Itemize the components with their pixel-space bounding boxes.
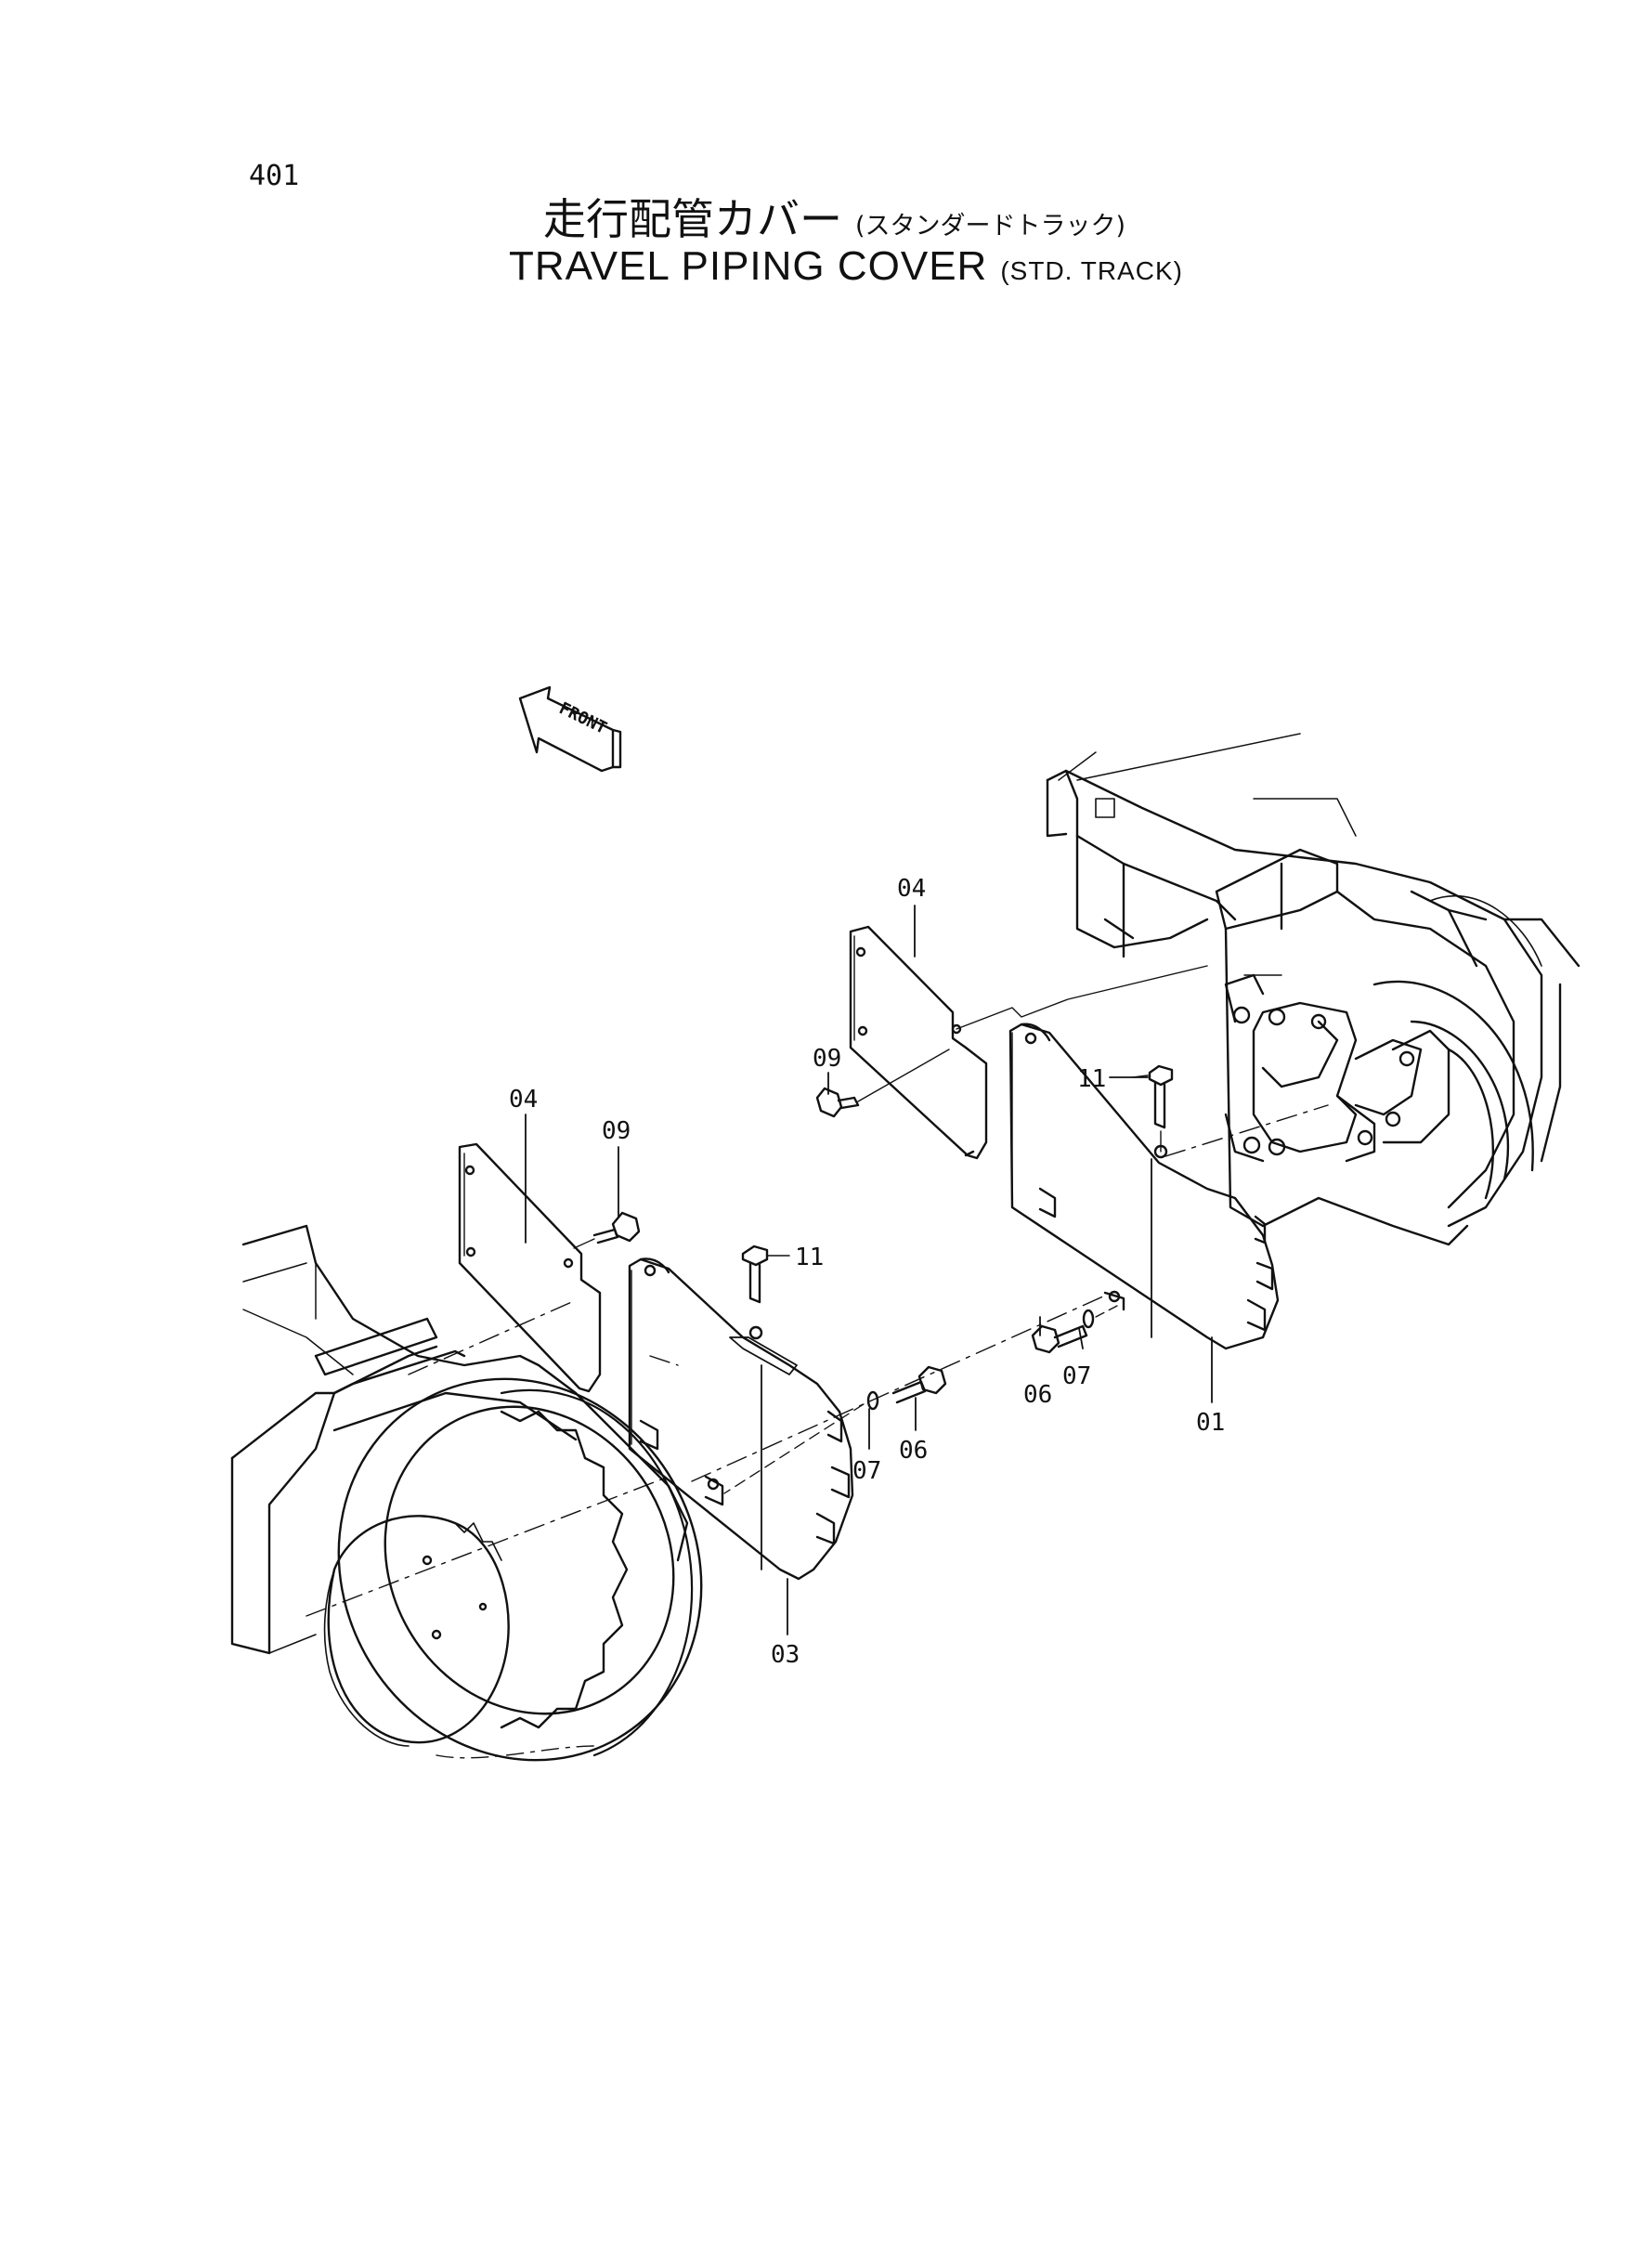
right-bolt-06 (1031, 1324, 1088, 1354)
callout-left-washer-07: 07 (852, 1457, 881, 1485)
front-arrow-icon (518, 685, 622, 773)
right-cover-01 (1008, 1023, 1280, 1350)
upper-plate-04 (849, 925, 1208, 1160)
alignment-lines (306, 1104, 1329, 1617)
left-bolt-09 (573, 1211, 641, 1249)
callout-right-washer-07: 07 (1062, 1362, 1091, 1390)
left-bolt-06 (891, 1365, 947, 1404)
left-cover-03 (628, 1257, 854, 1581)
right-track-frame (1046, 733, 1580, 1246)
front-arrow-label: FRONT (556, 698, 610, 738)
callout-upper-bolt-09: 09 (813, 1045, 841, 1073)
title-japanese-main: 走行配管カバー (543, 194, 842, 244)
page-number: 401 (249, 160, 300, 192)
title-english-main: TRAVEL PIPING COVER (509, 243, 988, 289)
title-japanese-sub: (スタンダードトラック) (855, 212, 1126, 241)
right-cover-bolt-11 (1132, 1064, 1174, 1129)
left-washer-07 (723, 1390, 879, 1494)
left-plate-04 (458, 1142, 602, 1393)
callout-left-plate-04: 04 (509, 1086, 538, 1114)
right-washer-07 (1082, 1304, 1120, 1329)
left-cover-bolt-11 (741, 1244, 790, 1304)
left-track-frame (230, 1224, 703, 1762)
callout-left-cover-bolt-11: 11 (795, 1244, 824, 1271)
leader-lines (525, 905, 1213, 1635)
callout-upper-plate-04: 04 (897, 875, 926, 903)
title-english: TRAVEL PIPING COVER (STD. TRACK) (509, 243, 1183, 290)
callout-right-cover-01: 01 (1196, 1409, 1225, 1437)
callout-left-cover-03: 03 (771, 1641, 800, 1669)
upper-bolt-09 (815, 1049, 950, 1118)
title-japanese: 走行配管カバー (スタンダードトラック) (543, 186, 1125, 247)
callout-upper-cover-bolt-11: 11 (1077, 1065, 1106, 1093)
callout-right-bolt-06: 06 (1023, 1381, 1052, 1409)
callout-left-bolt-09: 09 (602, 1117, 631, 1145)
title-english-sub: (STD. TRACK) (1000, 256, 1183, 285)
callout-left-bolt-06: 06 (899, 1437, 928, 1465)
